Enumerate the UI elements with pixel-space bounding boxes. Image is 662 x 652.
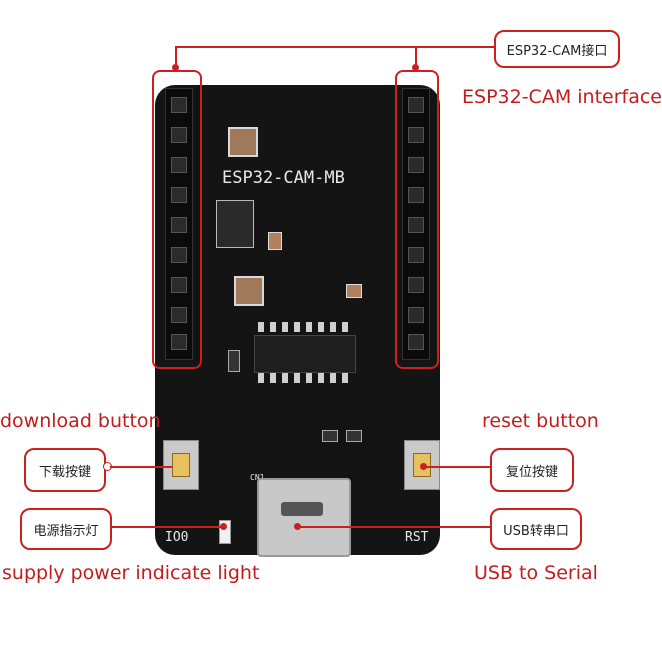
usb-callout-box: USB转串口 xyxy=(490,508,582,550)
reset-english-label: reset button xyxy=(482,410,599,432)
connector-line xyxy=(415,46,417,66)
chip-legs-bottom xyxy=(258,373,354,385)
voltage-regulator xyxy=(216,200,254,248)
micro-usb-port[interactable] xyxy=(257,478,351,557)
marker-dot xyxy=(412,64,419,71)
connector-line xyxy=(110,466,172,468)
download-english-label: download button xyxy=(0,410,161,432)
marker-dot xyxy=(220,523,227,530)
connector-line xyxy=(297,526,490,528)
capacitor-middle xyxy=(234,276,264,306)
left-header-highlight xyxy=(152,70,202,369)
chip-legs-top xyxy=(258,322,354,334)
io0-silkscreen: IO0 xyxy=(165,530,189,545)
reset-callout-box: 复位按键 xyxy=(490,448,574,492)
esp32-cam-mb-board xyxy=(155,85,440,555)
download-callout-box: 下载按键 xyxy=(24,448,106,492)
usb-english-label: USB to Serial xyxy=(474,562,598,584)
smd-component xyxy=(346,430,362,442)
download-button[interactable] xyxy=(163,440,199,490)
board-model-silkscreen: ESP32-CAM-MB xyxy=(222,168,345,188)
marker-dot xyxy=(420,463,427,470)
cn1-silkscreen: CN1 xyxy=(250,473,265,482)
power-english-label: supply power indicate light xyxy=(2,562,260,584)
interface-callout-box: ESP32-CAM接口 xyxy=(494,30,620,68)
connector-line xyxy=(110,526,222,528)
usb-serial-chip xyxy=(254,335,356,373)
rst-silkscreen: RST xyxy=(405,530,429,545)
marker-dot xyxy=(294,523,301,530)
capacitor-top xyxy=(228,127,258,157)
interface-english-label: ESP32-CAM interface xyxy=(462,86,662,108)
smd-component xyxy=(322,430,338,442)
smd-component xyxy=(228,350,240,372)
connector-line xyxy=(175,46,494,48)
left-pin-header xyxy=(165,88,193,360)
smd-component xyxy=(346,284,362,298)
connector-line xyxy=(425,466,490,468)
smd-component xyxy=(268,232,282,250)
right-pin-header xyxy=(402,88,430,360)
right-header-highlight xyxy=(395,70,439,369)
marker-dot xyxy=(172,64,179,71)
connector-line xyxy=(175,46,177,66)
power-callout-box: 电源指示灯 xyxy=(20,508,112,550)
